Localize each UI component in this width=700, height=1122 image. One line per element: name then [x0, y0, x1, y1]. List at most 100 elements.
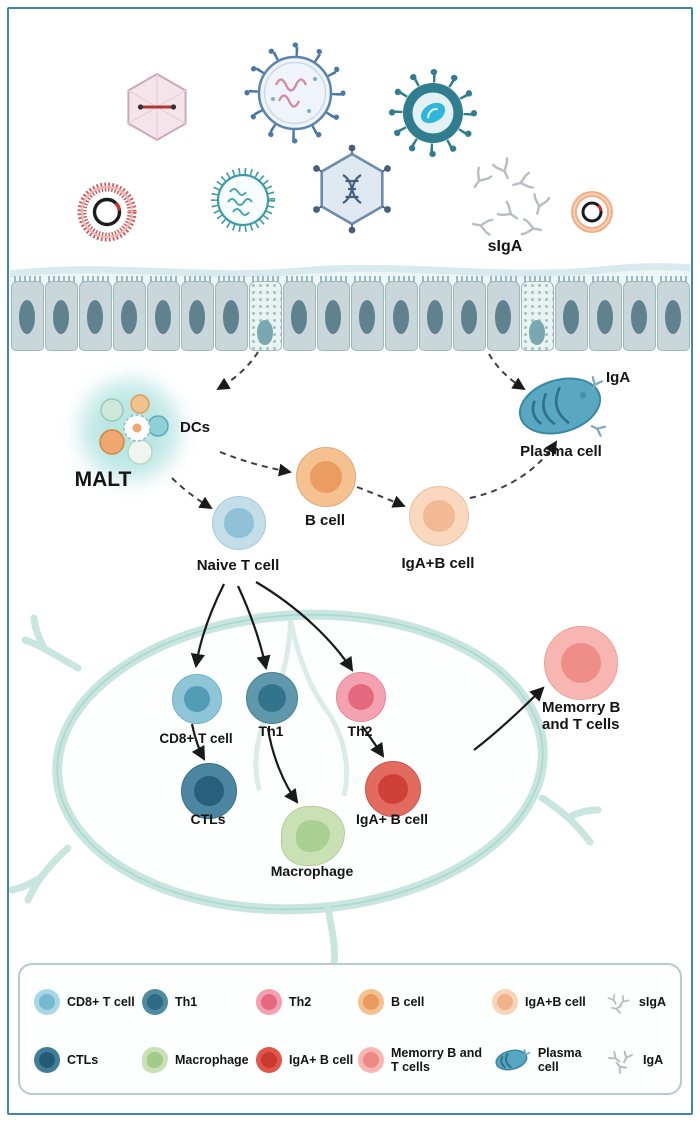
cell-nucleus [290, 299, 308, 334]
epithelial-cell [418, 276, 452, 351]
cd8-swatch [34, 989, 60, 1015]
cell-nucleus [596, 299, 614, 334]
plasma-cell-icon [495, 1049, 531, 1071]
arrow-epithelium-to-plasma [488, 353, 526, 391]
b-cell [296, 447, 356, 507]
legend-label: CTLs [67, 1052, 99, 1067]
naive-t-cell-label: Naive T cell [196, 557, 280, 574]
b-cell-swatch [358, 989, 384, 1015]
legend-label: IgA [643, 1052, 664, 1067]
cell-nucleus [324, 299, 342, 334]
ctls-label: CTLs [190, 811, 226, 827]
epithelial-cell [656, 276, 690, 351]
epithelial-cell [282, 276, 316, 351]
arrow-th1-to-macrophage [266, 727, 299, 804]
epithelial-cell [10, 276, 44, 351]
dendritic-cell-cluster-icon [99, 394, 169, 465]
legend-panel: CD8+ T cell Th1 Th2 B cell IgA+B cell [18, 963, 682, 1095]
epithelial-cell [622, 276, 656, 351]
iga-b-swatch [492, 989, 518, 1015]
arrow-bcell-to-igab [356, 486, 406, 508]
iga-b-red-swatch [256, 1047, 282, 1073]
arrow-th2-to-iganode [361, 725, 385, 758]
mucus-wave [9, 263, 691, 278]
siga-antibody-icon [607, 993, 630, 1014]
epithelial-cell [146, 276, 180, 351]
cell-nucleus [18, 299, 36, 334]
dcs-label: DCs [180, 419, 211, 436]
legend-label: CD8+ T cell [67, 994, 135, 1009]
malt-label: MALT [74, 468, 132, 491]
cell-nucleus [426, 299, 444, 334]
dna-nanoparticle-icon [313, 144, 391, 234]
cell-nucleus [664, 299, 682, 334]
memory-cells-label: Memorry B and T cells [542, 699, 621, 733]
legend-row: CTLs Macrophage IgA+ B cell Memorry B an… [34, 1031, 666, 1089]
ctls-swatch [34, 1047, 60, 1073]
legend-item-iganode: IgA+ B cell [256, 1047, 358, 1073]
th1-swatch [142, 989, 168, 1015]
b-cell-label: B cell [304, 512, 346, 529]
legend-label: Memorry B and T cells [391, 1045, 482, 1074]
legend-item-memory: Memorry B and T cells [358, 1046, 492, 1075]
memory-b-t-cell [544, 626, 618, 700]
goblet-cell [520, 276, 554, 351]
dashed-arrows [171, 351, 558, 510]
legend-label: B cell [391, 994, 425, 1009]
arrow-malt-to-naive-t [171, 477, 213, 510]
th2-swatch [256, 989, 282, 1015]
arrow-node-to-memory [473, 686, 545, 751]
cell-nucleus [256, 320, 274, 345]
cell-nucleus [120, 299, 138, 334]
legend-item-siga: sIgA [604, 987, 666, 1017]
malt-region [78, 378, 182, 482]
legend-item-iga: IgA [604, 1045, 666, 1075]
ctls-cell [181, 763, 237, 819]
iga-b-cell [409, 486, 469, 546]
naive-t-cell [212, 496, 266, 550]
cell-nucleus [562, 299, 580, 334]
iga-antibody-icon [591, 376, 603, 392]
epithelial-layer [10, 276, 690, 351]
cd8-t-cell [172, 674, 222, 724]
cell-nucleus [460, 299, 478, 334]
iga-b-cell-label: IgA+B cell [401, 555, 475, 572]
iga-label: IgA [606, 369, 631, 386]
cell-nucleus [188, 299, 206, 334]
legend-item-macrophage: Macrophage [142, 1047, 256, 1073]
arrow-dcs-to-bcell [219, 451, 292, 477]
cd8-t-cell-label: CD8+ T cell [159, 731, 233, 746]
siga-label: sIgA [487, 238, 523, 255]
goblet-cell [248, 276, 282, 351]
plasma-cell-graphic [518, 376, 606, 437]
cell-nucleus [494, 299, 512, 334]
cell-nucleus [222, 299, 240, 334]
th1-label: Th1 [258, 723, 284, 739]
legend-item-igab: IgA+B cell [492, 989, 604, 1015]
epithelial-cell [112, 276, 146, 351]
siga-antibody-cluster-icon [471, 157, 551, 236]
mini-plasmid-icon [571, 191, 613, 233]
plasma-cell-label: Plasma cell [520, 443, 602, 460]
legend-label: IgA+ B cell [289, 1052, 354, 1067]
cell-nucleus [358, 299, 376, 334]
cell-nucleus [52, 299, 70, 334]
viral-capsid-icon [127, 72, 187, 142]
spiky-virus-icon [244, 42, 346, 144]
legend-item-cd8: CD8+ T cell [34, 989, 142, 1015]
legend-item-plasma: Plasma cell [492, 1046, 604, 1075]
arrow-naive-to-cd8 [190, 583, 225, 669]
legend-item-th1: Th1 [142, 989, 256, 1015]
arrow-naive-to-th1 [237, 585, 271, 671]
enveloped-virus-icon [389, 69, 477, 157]
memory-swatch [358, 1047, 384, 1073]
arrow-cd8-to-ctls [190, 723, 206, 761]
legend-row: CD8+ T cell Th1 Th2 B cell IgA+B cell [34, 973, 666, 1031]
iga-antibody-icon [608, 1050, 633, 1074]
iga-antibody-icon [590, 425, 606, 437]
th1-cell [246, 672, 298, 724]
epithelial-cell [180, 276, 214, 351]
epithelial-cell [78, 276, 112, 351]
arrow-naive-to-th2 [255, 581, 354, 672]
legend-item-bcell: B cell [358, 989, 492, 1015]
